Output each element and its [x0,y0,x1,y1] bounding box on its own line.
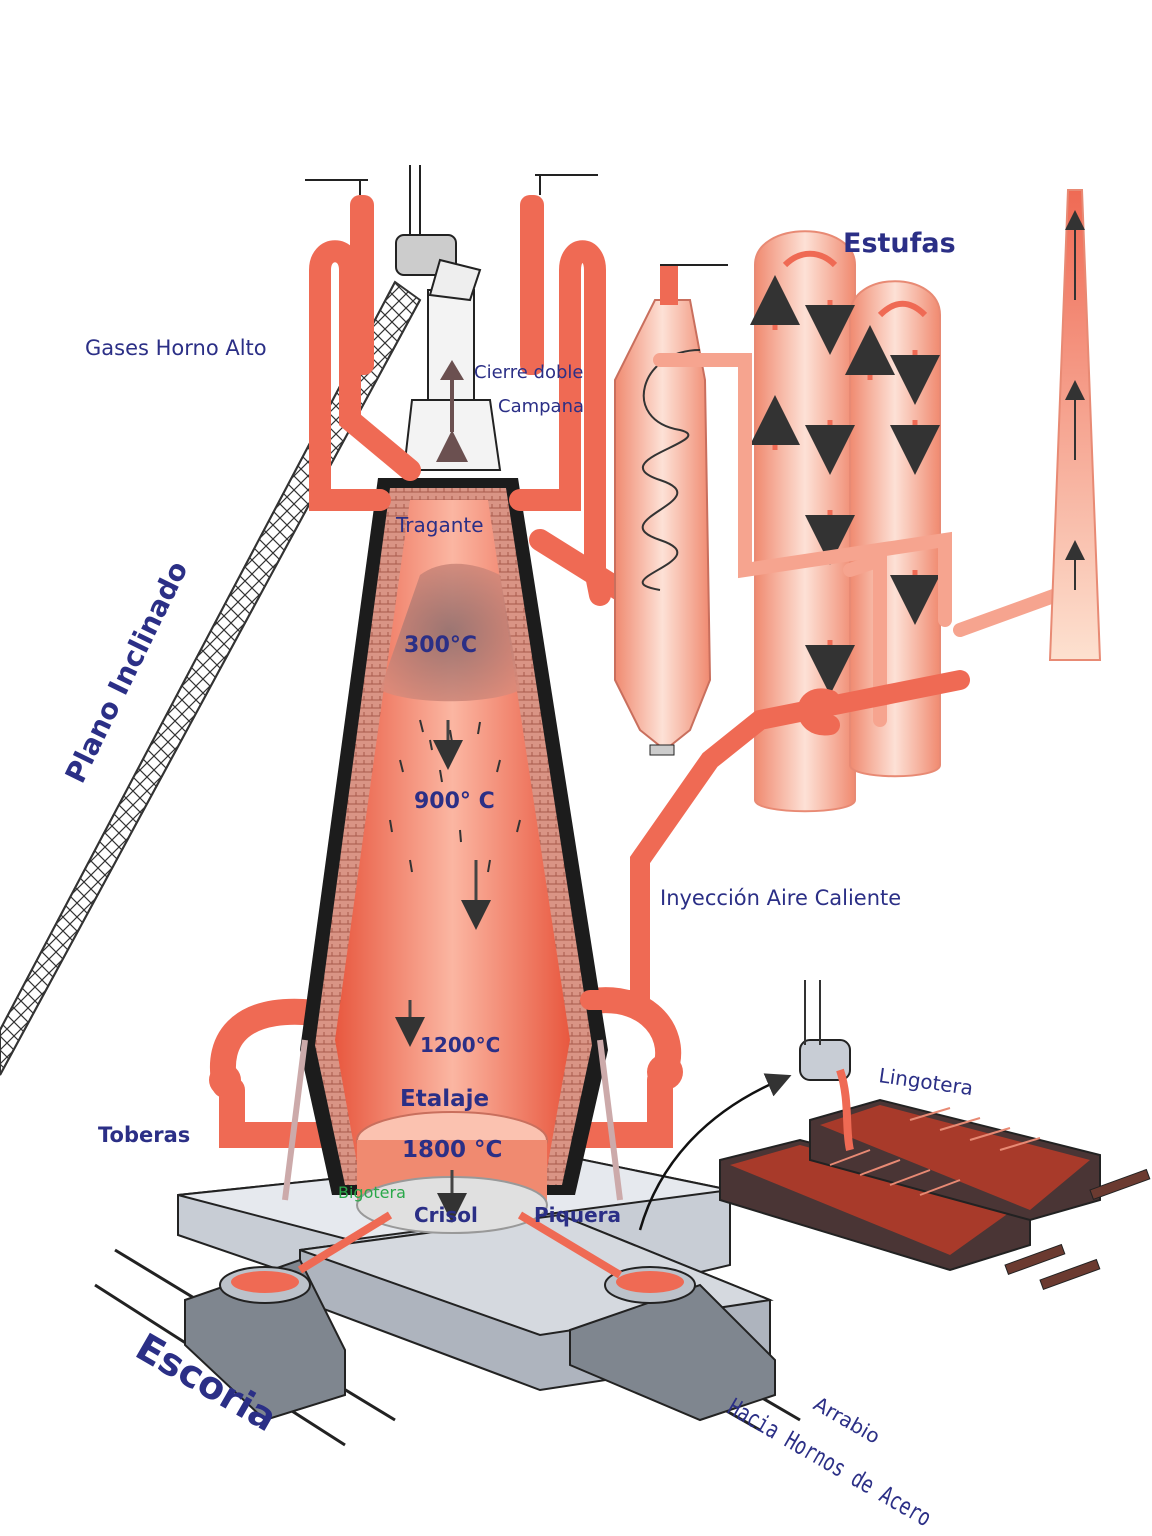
label-temp-300: 300°C [404,633,477,658]
label-pig-iron: Arrabio [810,1392,885,1449]
iron-ladle [517,1211,776,1422]
bustle-joint-left [209,1064,241,1096]
label-taphole: Piquera [534,1203,621,1227]
pig-casting-machine [719,980,1151,1291]
label-temp-1200: 1200°C [420,1033,500,1057]
pouring-ladle [799,1039,851,1081]
tower-caps [305,174,598,195]
label-bosh: Etalaje [400,1086,489,1112]
label-stoves: Estufas [843,228,956,259]
chimney [1048,189,1102,661]
stack-upper-zone [380,563,520,702]
support-rods [282,1039,623,1201]
double-bell-charger [395,165,502,471]
furnace-shell [300,478,608,1234]
down-arrows-furnace [395,720,491,1223]
label-hot-air: Inyección Aire Caliente [660,886,901,910]
bustle-joint-right [647,1054,683,1090]
slag-ladle [184,1211,393,1422]
gas-uptakes [309,240,631,606]
label-mold: Lingotera [877,1063,974,1100]
label-throat: Tragante [395,513,484,537]
label-hearth: Crisol [414,1203,478,1227]
stove-flow-arrows [750,275,940,695]
gas-towers [350,195,544,375]
label-tuyeres: Toberas [98,1123,190,1147]
pour-arrow [638,1073,792,1231]
label-temp-1800: 1800 °C [402,1137,502,1163]
label-furnace-gases: Gases Horno Alto [85,336,267,360]
hot-air-main [580,670,970,1010]
dust-catcher [614,264,728,756]
label-double-bell: Cierre doble [474,362,583,383]
label-bell: Campana [498,396,584,417]
label-temp-900: 900° C [414,789,495,814]
label-slag-notch: Bigotera [338,1183,406,1202]
